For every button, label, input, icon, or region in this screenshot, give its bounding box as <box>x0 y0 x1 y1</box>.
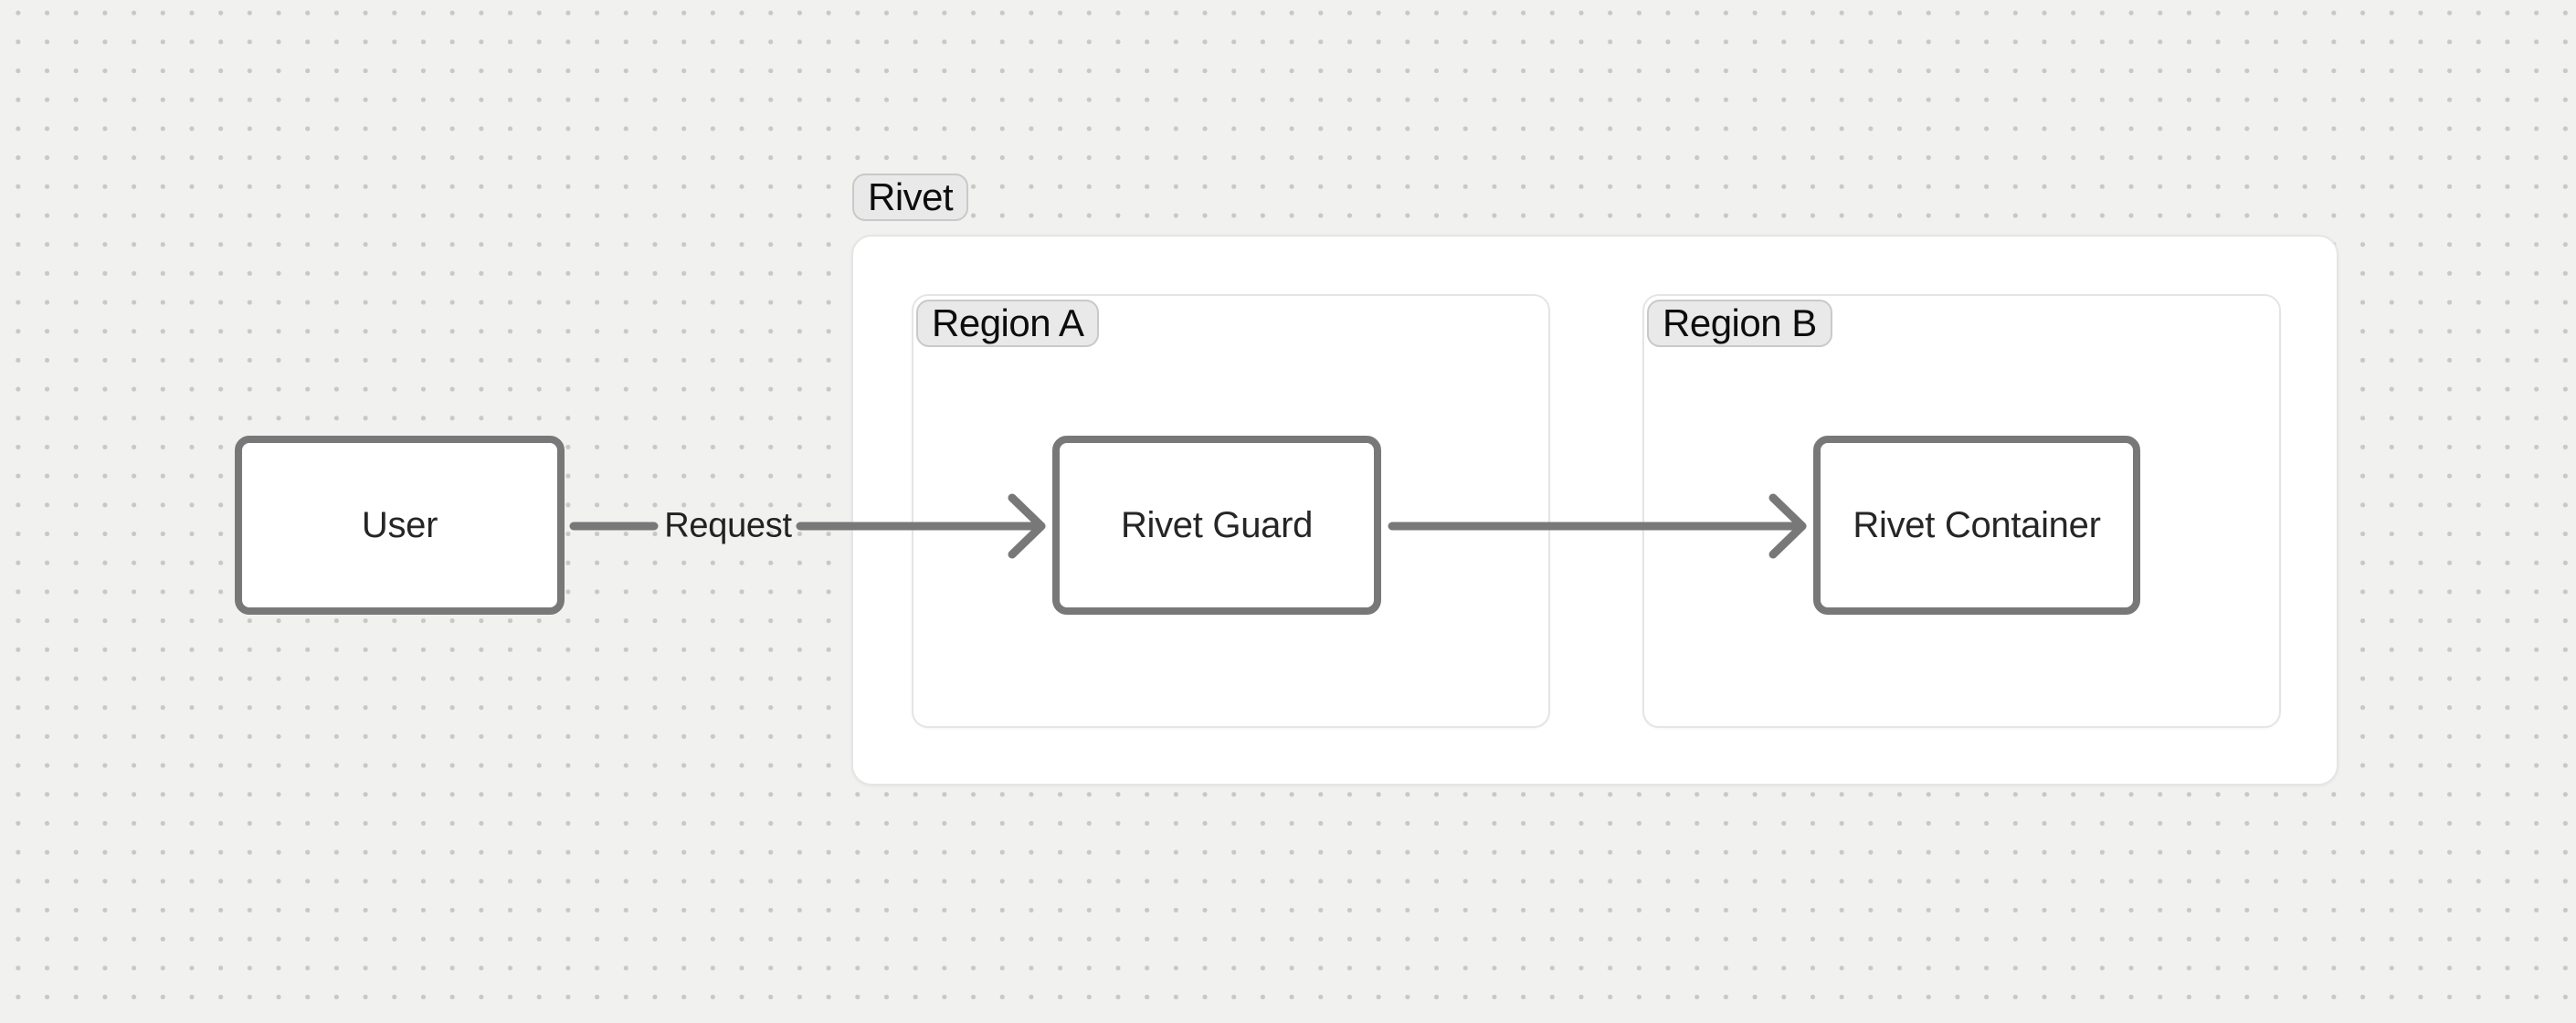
node-user-label: User <box>361 504 438 545</box>
group-rivet-label: Rivet <box>852 174 969 221</box>
node-rivet-guard-label: Rivet Guard <box>1120 504 1314 545</box>
node-rivet-container-label: Rivet Container <box>1853 504 2101 545</box>
node-rivet-container: Rivet Container <box>1813 436 2140 615</box>
group-region-a-label-text: Region A <box>932 301 1084 344</box>
group-region-b-label-text: Region B <box>1663 301 1817 344</box>
node-rivet-guard: Rivet Guard <box>1052 436 1381 615</box>
node-user: User <box>235 436 565 615</box>
edge-request-label: Request <box>664 506 792 545</box>
group-region-a-label: Region A <box>916 300 1100 347</box>
group-rivet-label-text: Rivet <box>868 175 954 218</box>
group-region-b-label: Region B <box>1647 300 1832 347</box>
